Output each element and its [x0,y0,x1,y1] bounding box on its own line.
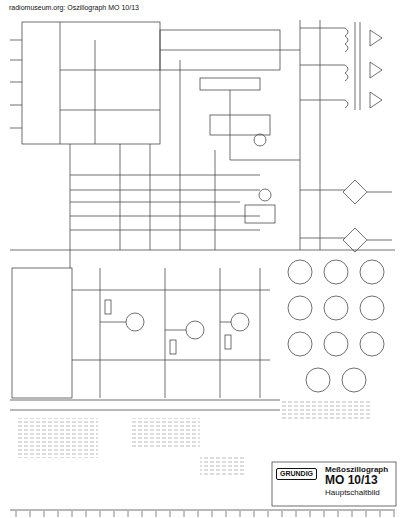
title-block: MeßoszillographMO 10/13Hauptschaltbild [322,464,391,498]
page-title: radiomuseum.org: Oszillograph MO 10/13 [8,4,140,11]
node-heading: GRUNDIG [280,470,313,478]
node-heading: Meßoszillograph [325,465,388,474]
node-text: MO 10/13 [325,474,388,488]
logo-box: GRUNDIG [276,468,317,480]
node-text: Hauptschaltbild [325,488,388,497]
